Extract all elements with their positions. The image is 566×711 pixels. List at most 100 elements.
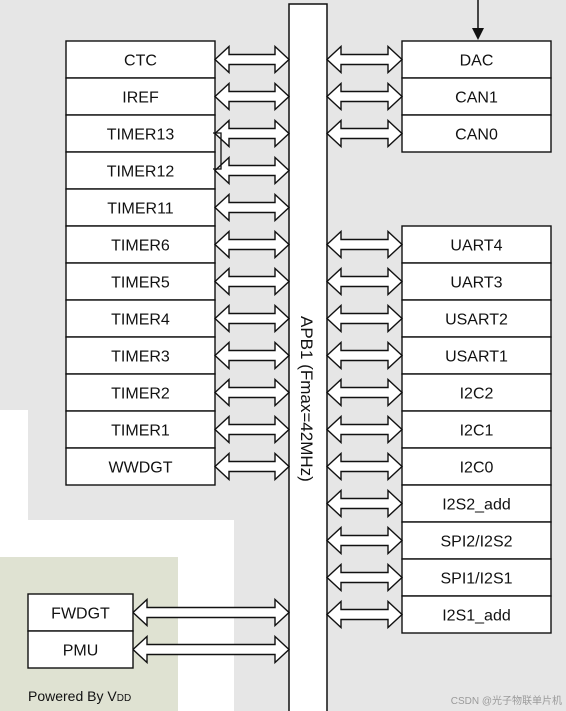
arrow-i2c0 [325, 451, 404, 482]
arrow-wwdgt [213, 451, 291, 482]
block-label: USART2 [445, 312, 508, 329]
block-box [401, 558, 552, 597]
left-peripheral-blocks: CTC IREF TIMER13TIMER12TIMER11TIMER6TIMER5… [65, 40, 216, 486]
block-iref: IREF [65, 77, 216, 116]
block-usart1: USART1 [401, 336, 552, 375]
arrow-usart1 [325, 340, 404, 371]
dac-input-arrow [472, 0, 484, 40]
block-pmu: PMU [27, 630, 134, 669]
block-can0: CAN0 [401, 114, 552, 153]
arrow-iref [213, 81, 291, 112]
arrow-pmu [131, 634, 291, 665]
arrow-dac [325, 44, 404, 75]
block-label: I2C0 [460, 460, 494, 477]
block-label: TIMER5 [111, 275, 170, 292]
arrow-uart3 [325, 266, 404, 297]
arrow-timer2 [213, 377, 291, 408]
apb1-bus-label: APB1 (Fmax=42MHz) [297, 316, 316, 482]
arrow-timer13 [213, 118, 291, 149]
block-label: TIMER4 [111, 312, 170, 329]
block-box [401, 595, 552, 634]
arrow-ctc [213, 44, 291, 75]
block-label: WWDGT [109, 460, 173, 477]
block-label: TIMER2 [111, 386, 170, 403]
block-label: UART3 [450, 275, 502, 292]
block-can1: CAN1 [401, 77, 552, 116]
block-box [401, 410, 552, 449]
block-box [401, 262, 552, 301]
block-label: TIMER12 [107, 164, 175, 181]
block-label: I2S2_add [442, 497, 511, 514]
arrow-usart2 [325, 303, 404, 334]
block-label: CAN0 [455, 127, 498, 144]
block-box [401, 336, 552, 375]
block-timer1: TIMER1 [65, 410, 216, 449]
block-i2c1: I2C1 [401, 410, 552, 449]
block-label: FWDGT [51, 606, 110, 623]
arrow-timer3 [213, 340, 291, 371]
apb1-bus: APB1 (Fmax=42MHz) [288, 3, 328, 711]
block-label: SPI2/I2S2 [440, 534, 512, 551]
arrow-spi1-i2s1 [325, 562, 404, 593]
powered-by-vdd-label: Powered By VDD [28, 688, 131, 704]
block-i2s1-add: I2S1_add [401, 595, 552, 634]
block-label: UART4 [450, 238, 502, 255]
watermark: CSDN @光子物联单片机 [451, 694, 562, 707]
arrow-uart4 [325, 229, 404, 260]
arrow-i2s2-add [325, 488, 404, 519]
block-uart3: UART3 [401, 262, 552, 301]
block-i2c2: I2C2 [401, 373, 552, 412]
arrow-i2c2 [325, 377, 404, 408]
arrow-timer6 [213, 229, 291, 260]
block-timer12: TIMER12 [65, 151, 216, 190]
arrow-timer11 [213, 192, 291, 223]
block-spi2-i2s2: SPI2/I2S2 [401, 521, 552, 560]
block-box [65, 336, 216, 375]
block-i2s2-add: I2S2_add [401, 484, 552, 523]
block-box [401, 77, 552, 116]
block-fwdgt: FWDGT [27, 593, 134, 632]
block-label: TIMER13 [107, 127, 175, 144]
block-label: TIMER1 [111, 423, 170, 440]
apb1-bus-bar [288, 3, 328, 711]
bus-connection-arrows [131, 44, 404, 665]
block-box [401, 299, 552, 338]
arrow-can1 [325, 81, 404, 112]
powered-by-subscript: DD [117, 693, 131, 704]
powered-by-prefix: Powered By V [28, 688, 117, 704]
block-uart4: UART4 [401, 225, 552, 264]
block-timer5: TIMER5 [65, 262, 216, 301]
block-timer4: TIMER4 [65, 299, 216, 338]
block-box [65, 299, 216, 338]
block-dac: DAC [401, 40, 552, 79]
block-label: PMU [63, 643, 99, 660]
arrow-can0 [325, 118, 404, 149]
arrow-spi2-i2s2 [325, 525, 404, 556]
arrow-timer1 [213, 414, 291, 445]
block-box [401, 114, 552, 153]
block-box [27, 630, 134, 669]
block-label: TIMER11 [107, 201, 173, 218]
block-spi1-i2s1: SPI1/I2S1 [401, 558, 552, 597]
timer-shared-bracket [213, 132, 222, 170]
block-label: I2S1_add [442, 608, 511, 625]
block-wwdgt: WWDGT [65, 447, 216, 486]
block-box [65, 410, 216, 449]
block-label: I2C1 [460, 423, 494, 440]
block-timer3: TIMER3 [65, 336, 216, 375]
block-label: TIMER6 [111, 238, 170, 255]
power-domain-blocks: FWDGT PMU [27, 593, 134, 669]
block-label: CTC [124, 53, 157, 70]
block-ctc: CTC [65, 40, 216, 79]
block-label: USART1 [445, 349, 508, 366]
block-timer11: TIMER11 [65, 188, 216, 227]
block-i2c0: I2C0 [401, 447, 552, 486]
block-timer6: TIMER6 [65, 225, 216, 264]
arrow-fwdgt [131, 597, 291, 628]
block-label: DAC [460, 53, 494, 70]
right-peripheral-blocks: DAC CAN1CAN0UART4UART3USART2USART1I2C2I2C… [401, 40, 552, 634]
block-label: I2C2 [460, 386, 494, 403]
block-timer2: TIMER2 [65, 373, 216, 412]
arrow-i2c1 [325, 414, 404, 445]
